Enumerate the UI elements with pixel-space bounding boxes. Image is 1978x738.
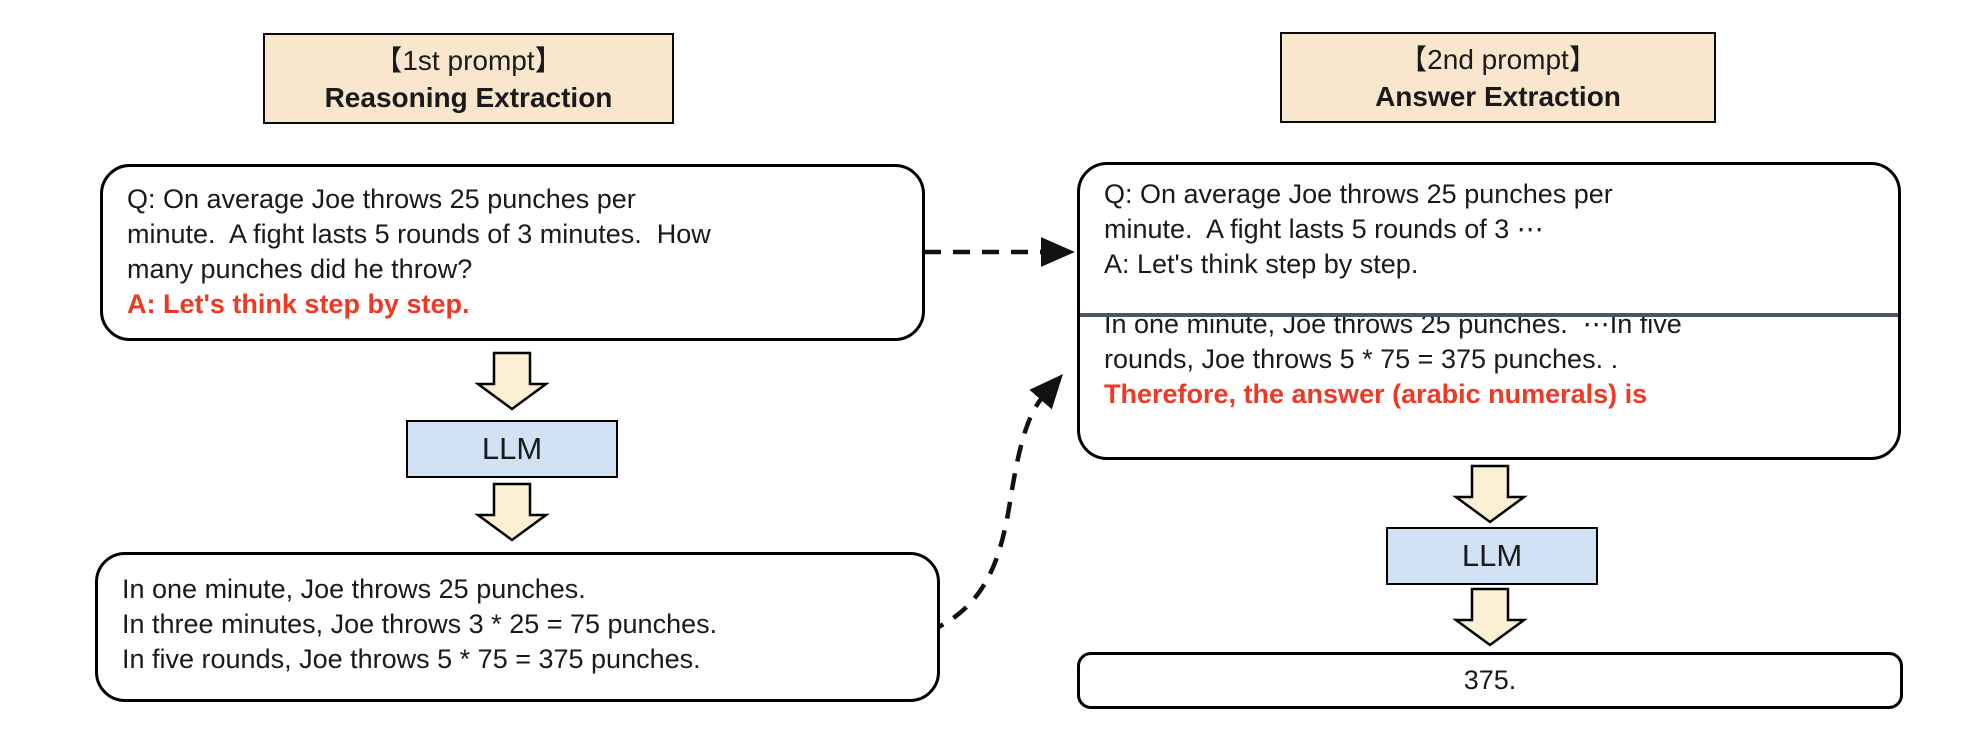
prompt-line: A: Let's think step by step. (1104, 249, 1419, 279)
answer-prompt-box: Q: On average Joe throws 25 punches per … (1077, 162, 1901, 460)
down-arrow-icon (474, 351, 550, 411)
reasoning-line: In one minute, Joe throws 25 punches. (122, 574, 586, 604)
section-divider (1080, 313, 1898, 317)
question-line: Q: On average Joe throws 25 punches per (127, 184, 636, 214)
llm-box: LLM (406, 420, 618, 478)
question-line: minute. A fight lasts 5 rounds of 3 minu… (127, 219, 711, 249)
prompt-context-section: Q: On average Joe throws 25 punches per … (1080, 165, 1898, 294)
down-arrow-icon (1452, 587, 1528, 647)
question-box: Q: On average Joe throws 25 punches per … (100, 164, 925, 341)
second-prompt-title: 【2nd prompt】 (1399, 43, 1597, 75)
answer-box: 375. (1077, 652, 1903, 709)
reasoning-output-box: In one minute, Joe throws 25 punches. In… (95, 552, 940, 702)
llm-box: LLM (1386, 527, 1598, 585)
prompt-line: rounds, Joe throws 5 * 75 = 375 punches.… (1104, 344, 1619, 374)
prompt-line: minute. A fight lasts 5 rounds of 3 ⋯ (1104, 214, 1544, 244)
question-line: many punches did he throw? (127, 254, 473, 284)
down-arrow-icon (1452, 464, 1528, 524)
llm-label: LLM (1461, 538, 1523, 573)
llm-label: LLM (481, 431, 543, 466)
prompt-reasoning-section: In one minute, Joe throws 25 punches. ⋯I… (1080, 294, 1898, 412)
trigger-phrase: A: Let's think step by step. (127, 289, 470, 319)
first-prompt-title: 【1st prompt】 (374, 44, 563, 76)
second-prompt-subtitle: Answer Extraction (1375, 80, 1621, 112)
first-prompt-header: 【1st prompt】 Reasoning Extraction (263, 33, 674, 124)
down-arrow-icon (474, 482, 550, 542)
second-prompt-header: 【2nd prompt】 Answer Extraction (1280, 32, 1716, 123)
reasoning-line: In five rounds, Joe throws 5 * 75 = 375 … (122, 644, 701, 674)
answer-trigger-phrase: Therefore, the answer (arabic numerals) … (1104, 379, 1648, 409)
dashed-arrow-reasoning-to-prompt-icon (927, 373, 1063, 635)
reasoning-line: In three minutes, Joe throws 3 * 25 = 75… (122, 609, 718, 639)
answer-value: 375. (1463, 665, 1517, 695)
prompt-line: Q: On average Joe throws 25 punches per (1104, 179, 1613, 209)
first-prompt-subtitle: Reasoning Extraction (324, 81, 613, 113)
